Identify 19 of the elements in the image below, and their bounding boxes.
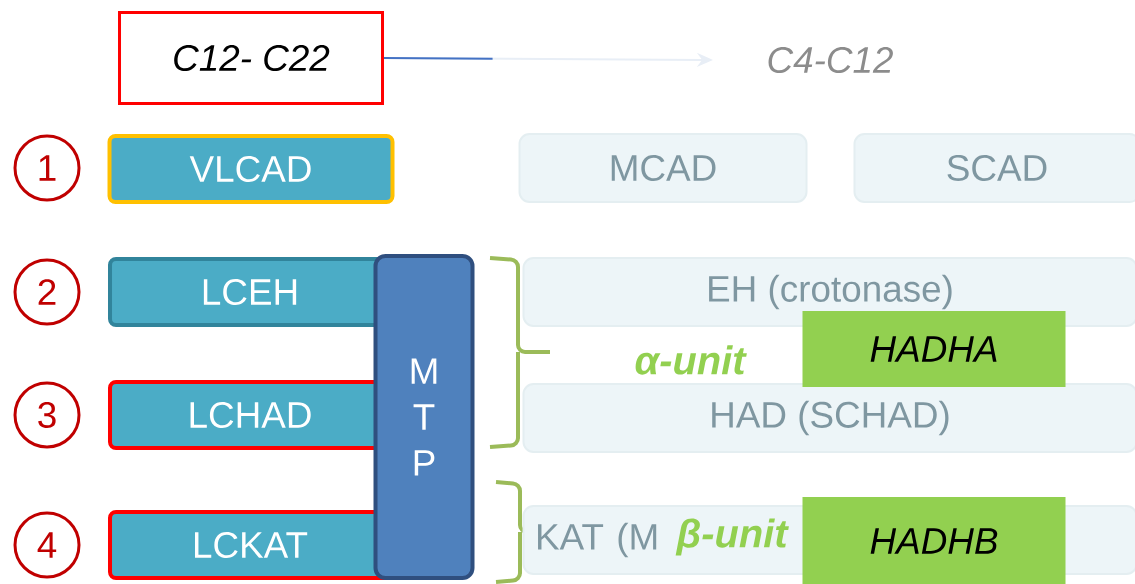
unit-label: α-unit: [635, 345, 747, 375]
enzyme-box: LCHAD: [108, 380, 392, 450]
protein-bar: M T P: [373, 254, 475, 580]
enzyme-box: SCAD: [853, 133, 1135, 203]
step-number: 3: [13, 381, 81, 449]
enzyme-box: EH (crotonase): [522, 257, 1135, 327]
enzyme-box: HAD (SCHAD): [522, 383, 1135, 453]
range-text: C4-C12: [768, 46, 893, 74]
unit-label: β-unit: [675, 518, 789, 556]
enzyme-box: LCEH: [108, 257, 392, 327]
gene-box: HADHA: [802, 311, 1066, 387]
enzyme-box: MCAD: [518, 133, 808, 203]
gene-box: HADHB: [802, 497, 1066, 584]
enzyme-box: LCKAT: [108, 510, 392, 580]
step-number: 4: [13, 511, 81, 579]
range-box: C12- C22: [118, 11, 384, 105]
step-number: 1: [13, 134, 81, 202]
enzyme-box: VLCAD: [107, 134, 395, 204]
step-number: 2: [13, 258, 81, 326]
